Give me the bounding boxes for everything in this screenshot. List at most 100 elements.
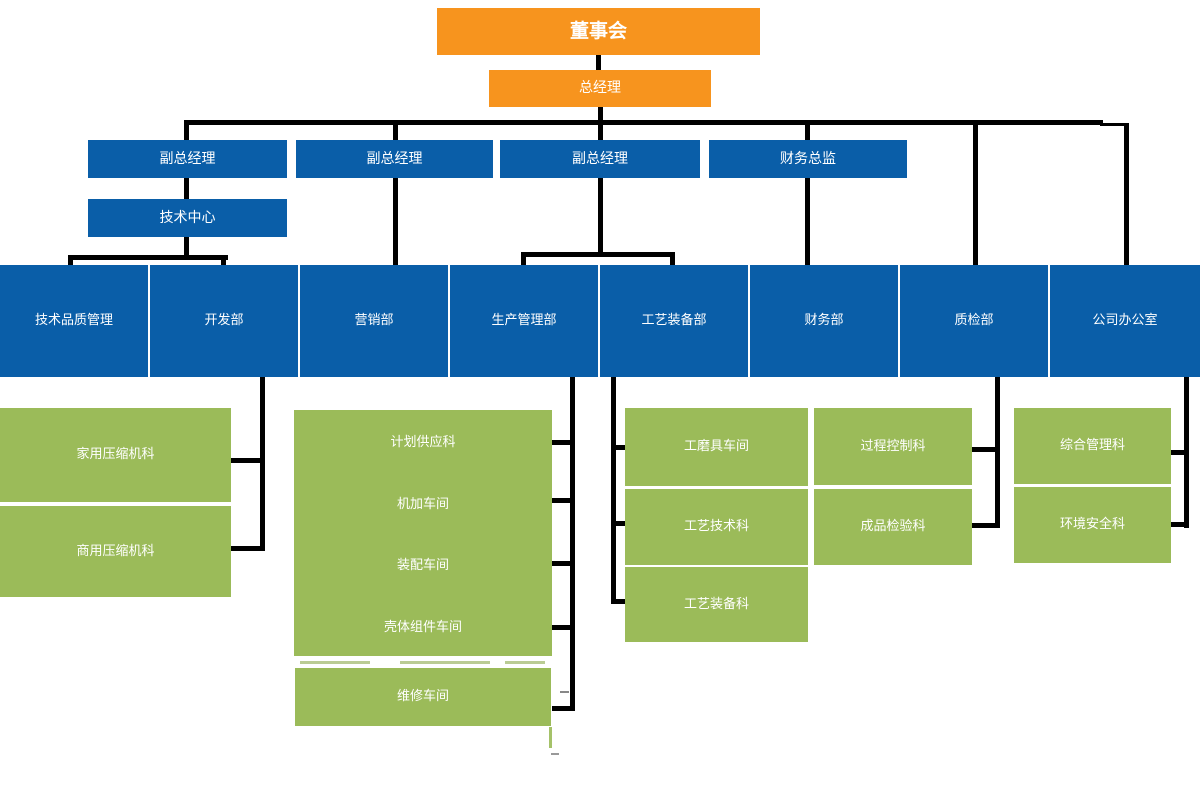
connector-officecol-stub1 xyxy=(1171,450,1187,455)
node-process-equipment-section: 工艺装备科 xyxy=(625,567,808,642)
connector-exec2-marketing xyxy=(393,177,398,265)
node-board-of-directors: 董事会 xyxy=(437,8,760,55)
leftover-mark-3 xyxy=(551,753,559,755)
node-finance-director-label: 财务总监 xyxy=(780,150,836,167)
connector-main-horizontal-step xyxy=(1100,123,1129,126)
dept-label: 生产管理部 xyxy=(491,313,557,329)
node-vice-gm-2: 副总经理 xyxy=(296,140,493,178)
section-label: 计划供应科 xyxy=(390,435,456,451)
connector-prodcol-stub3 xyxy=(552,561,572,566)
node-board-label: 董事会 xyxy=(569,20,627,43)
node-vice-gm-1-label: 副总经理 xyxy=(159,150,216,167)
smudge-dash-1 xyxy=(300,661,370,664)
node-dept-tech-quality: 技术品质管理 xyxy=(0,265,148,377)
node-dept-development: 开发部 xyxy=(150,265,298,377)
node-dept-process-equipment: 工艺装备部 xyxy=(600,265,748,377)
connector-toolcol-stub1 xyxy=(614,445,626,450)
node-tooling-grinding-workshop: 工磨具车间 xyxy=(625,408,808,486)
connector-prodcol-stub2 xyxy=(552,498,572,503)
node-dept-quality-inspection: 质检部 xyxy=(900,265,1048,377)
dept-label: 财务部 xyxy=(804,313,844,329)
smudge-dash-3 xyxy=(505,661,545,664)
node-general-manager: 总经理 xyxy=(489,70,711,107)
connector-qccol-stub2 xyxy=(972,523,1000,528)
section-label: 装配车间 xyxy=(396,558,449,574)
section-label: 维修车间 xyxy=(396,689,449,705)
section-label: 工磨具车间 xyxy=(683,439,749,455)
connector-exec1-techcenter xyxy=(184,177,189,200)
node-commercial-compressor: 商用压缩机科 xyxy=(0,506,231,597)
connector-cfo-finance xyxy=(805,177,810,265)
smudge-dash-2 xyxy=(400,661,490,664)
node-finished-product-inspection: 成品检验科 xyxy=(814,489,972,565)
connector-drop-exec1 xyxy=(184,120,189,140)
node-gm-label: 总经理 xyxy=(579,80,621,97)
connector-devcol-stub1 xyxy=(231,458,263,463)
connector-prodcol-stub5 xyxy=(552,706,575,711)
connector-drop-qc-dept xyxy=(973,122,978,265)
node-dept-production-mgmt: 生产管理部 xyxy=(450,265,598,377)
connector-drop-exec4 xyxy=(805,120,810,140)
node-shell-components-workshop: 壳体组件车间 xyxy=(294,595,552,657)
connector-devcol-stub2 xyxy=(231,546,265,551)
node-vice-gm-2-label: 副总经理 xyxy=(366,150,423,167)
connector-toolcol-stub3 xyxy=(614,599,626,604)
connector-prod-bracket-right xyxy=(670,255,675,265)
connector-exec3-drop xyxy=(598,177,603,255)
dept-label: 质检部 xyxy=(954,313,994,329)
leftover-mark-1 xyxy=(549,727,552,748)
node-machining-workshop: 机加车间 xyxy=(294,472,552,534)
connector-dev-bracket-left xyxy=(68,258,73,265)
dept-label: 营销部 xyxy=(354,313,394,329)
node-production-sections-block: 计划供应科 机加车间 装配车间 壳体组件车间 xyxy=(294,410,552,656)
node-process-control: 过程控制科 xyxy=(814,408,972,485)
connector-techcenter-drop xyxy=(184,236,189,257)
connector-qccol-vertical xyxy=(995,377,1000,528)
section-label: 商用压缩机科 xyxy=(76,543,155,559)
connector-prodcol-stub1 xyxy=(552,440,572,445)
connector-prod-bracket xyxy=(521,252,675,257)
node-repair-workshop: 维修车间 xyxy=(295,668,551,726)
connector-qccol-stub1 xyxy=(972,447,998,452)
section-label: 综合管理科 xyxy=(1059,438,1125,454)
node-planning-supply: 计划供应科 xyxy=(294,410,552,472)
section-label: 机加车间 xyxy=(396,496,449,512)
node-vice-gm-1: 副总经理 xyxy=(88,140,287,178)
node-dept-finance: 财务部 xyxy=(750,265,898,377)
leftover-mark-2 xyxy=(560,691,569,693)
connector-devcol-vertical xyxy=(260,377,265,551)
connector-prod-bracket-left xyxy=(521,255,526,265)
section-label: 过程控制科 xyxy=(860,438,926,454)
node-environment-safety: 环境安全科 xyxy=(1014,487,1171,563)
section-label: 成品检验科 xyxy=(860,519,926,535)
connector-drop-exec2 xyxy=(393,120,398,140)
node-vice-gm-3: 副总经理 xyxy=(500,140,700,178)
dept-label: 技术品质管理 xyxy=(34,313,113,329)
connector-main-horizontal xyxy=(186,120,1103,125)
node-dept-company-office: 公司办公室 xyxy=(1050,265,1200,377)
node-tech-center-label: 技术中心 xyxy=(159,209,216,226)
connector-prodcol-stub4 xyxy=(552,625,572,630)
section-label: 家用压缩机科 xyxy=(76,447,155,463)
node-general-management: 综合管理科 xyxy=(1014,408,1171,484)
node-tech-center: 技术中心 xyxy=(88,199,287,237)
connector-dev-bracket xyxy=(68,255,228,260)
connector-officecol-stub2 xyxy=(1171,522,1189,527)
node-dept-marketing: 营销部 xyxy=(300,265,448,377)
node-finance-director: 财务总监 xyxy=(709,140,907,178)
connector-toolcol-vertical xyxy=(611,377,616,604)
section-label: 工艺技术科 xyxy=(683,519,749,535)
connector-board-gm xyxy=(596,55,601,71)
connector-prodcol-vertical xyxy=(570,377,575,711)
dept-label: 开发部 xyxy=(204,313,244,329)
dept-label: 公司办公室 xyxy=(1092,313,1158,329)
section-label: 工艺装备科 xyxy=(683,596,749,612)
section-label: 环境安全科 xyxy=(1059,517,1125,533)
node-vice-gm-3-label: 副总经理 xyxy=(572,150,628,167)
connector-drop-office-dept xyxy=(1124,124,1129,265)
node-household-compressor: 家用压缩机科 xyxy=(0,408,231,502)
dept-label: 工艺装备部 xyxy=(641,313,707,329)
node-assembly-workshop: 装配车间 xyxy=(294,533,552,595)
connector-dev-bracket-right xyxy=(221,258,226,265)
